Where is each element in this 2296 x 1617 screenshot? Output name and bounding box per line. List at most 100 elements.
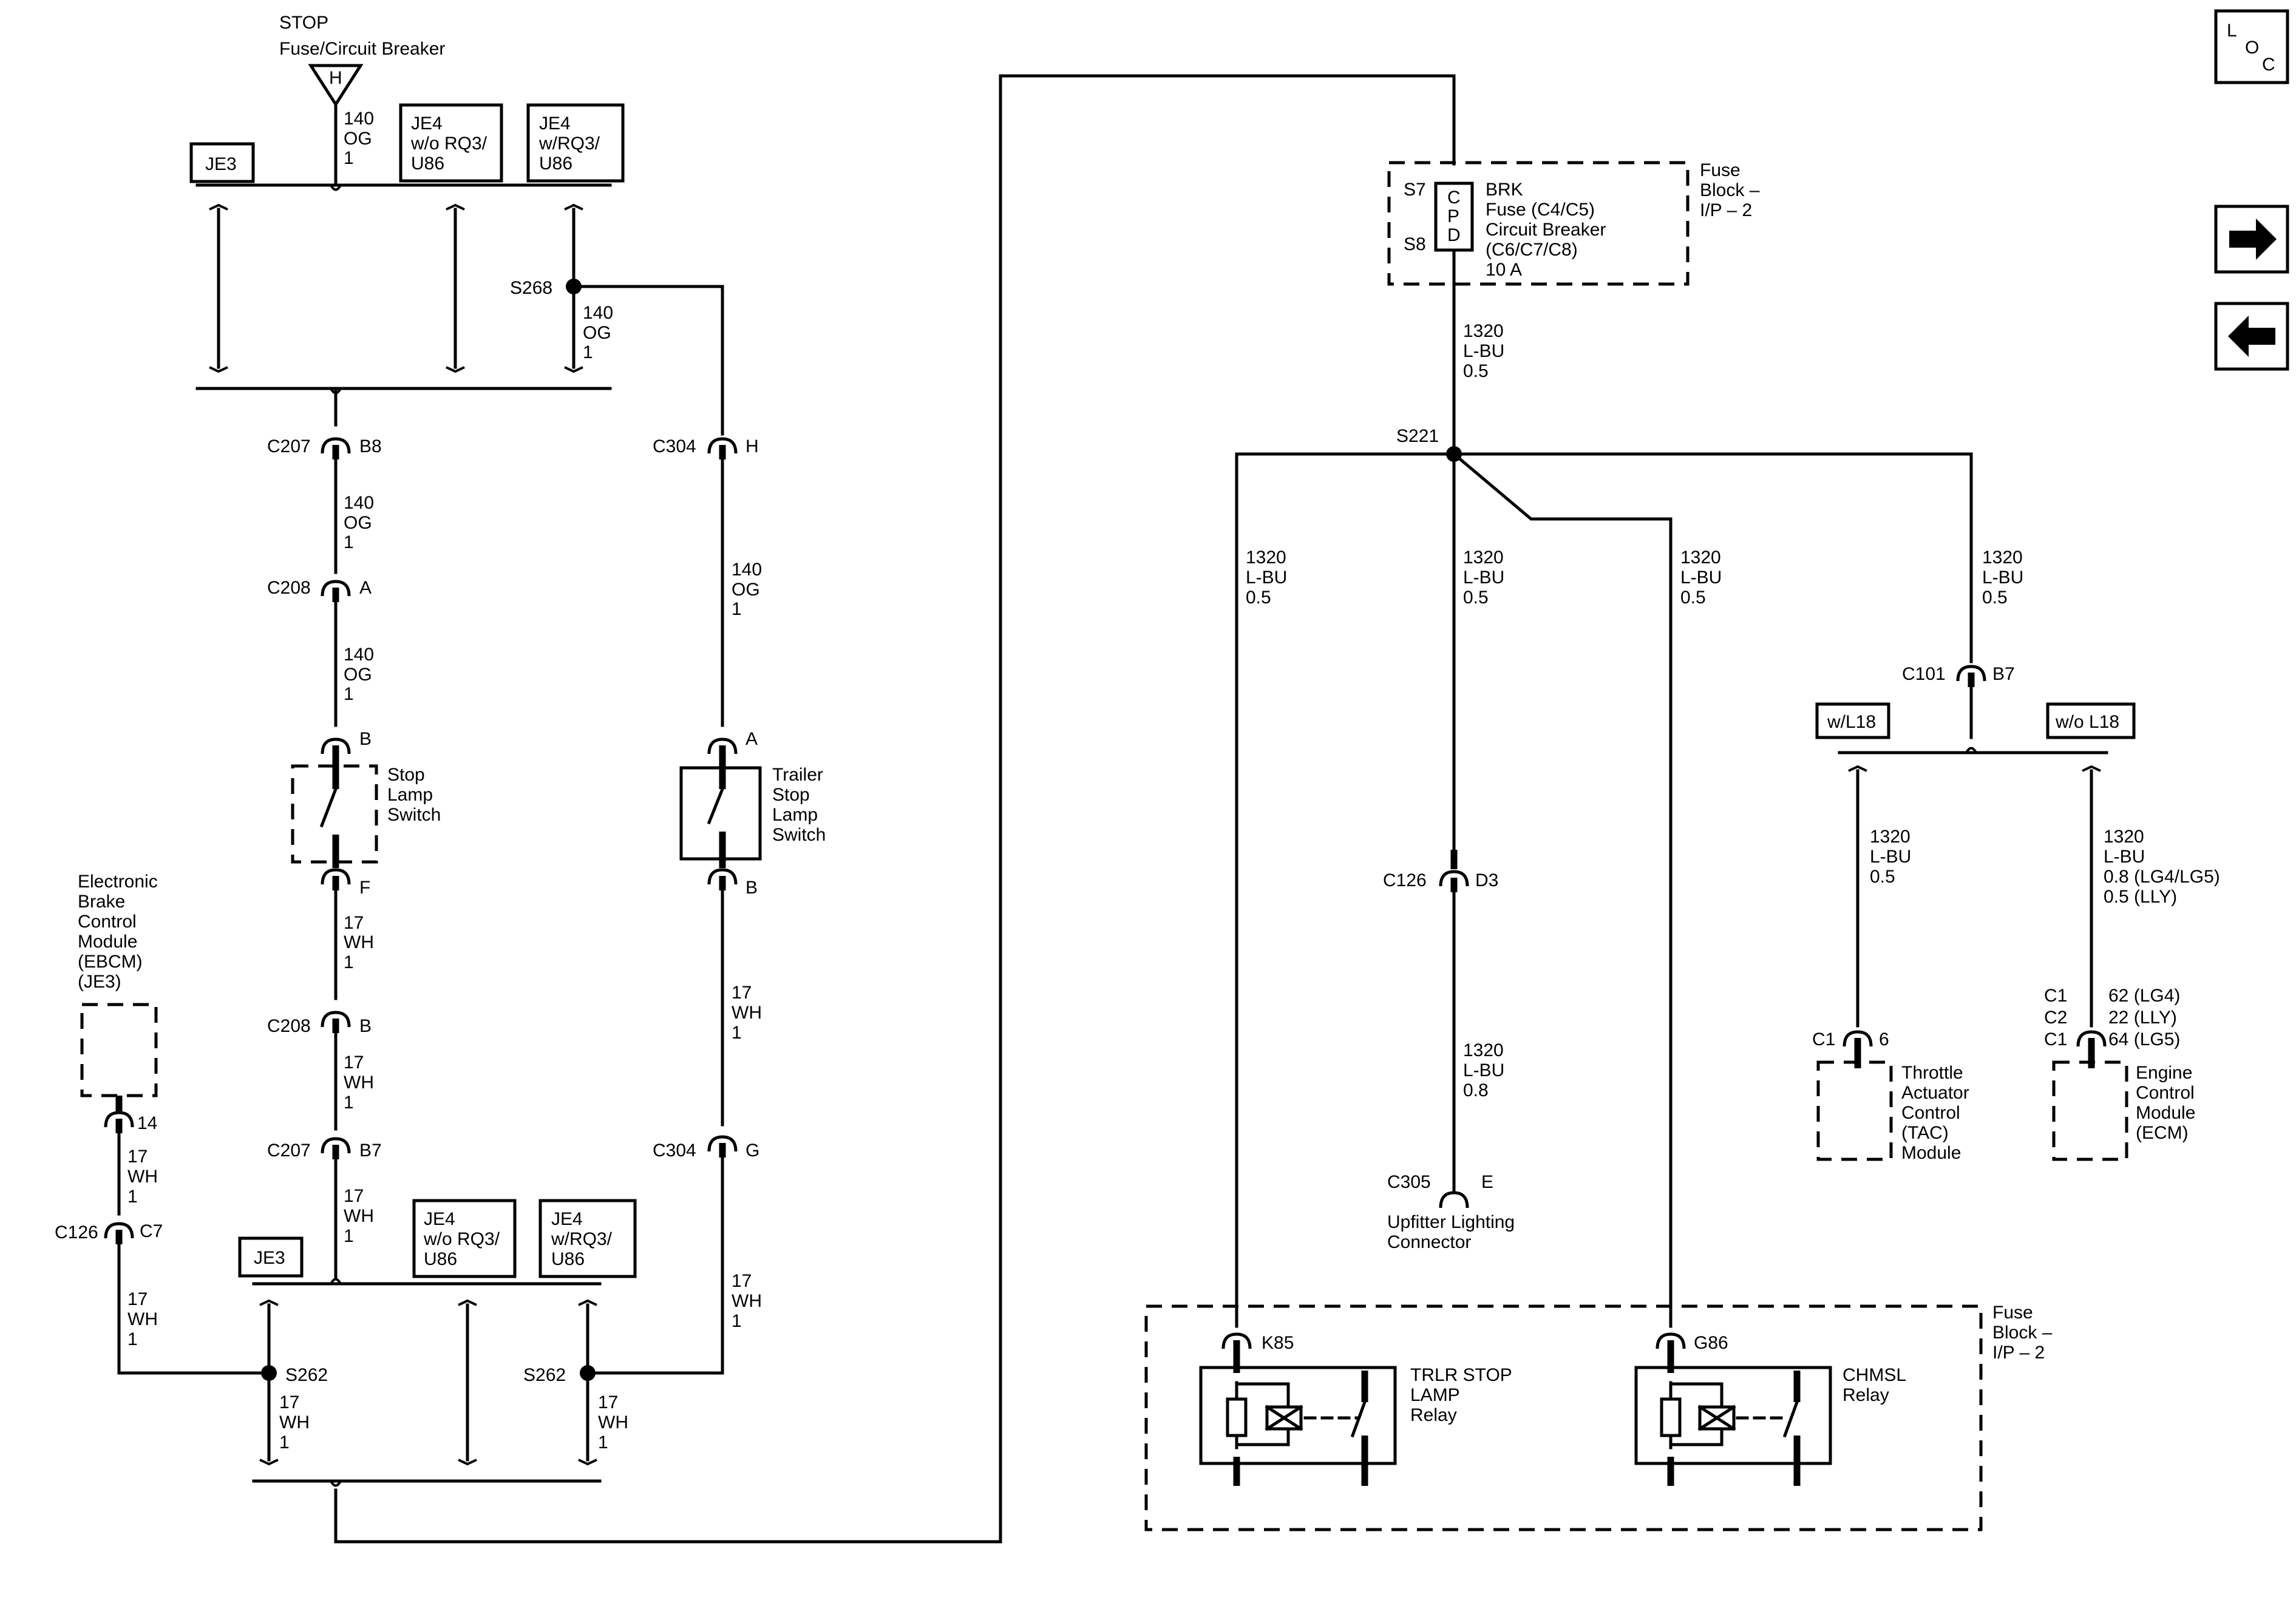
- option-box-je4-w: [526, 103, 625, 183]
- pin-label: A: [746, 729, 758, 749]
- option-label: U86: [551, 1249, 585, 1269]
- connector-label: C304: [653, 436, 696, 456]
- pin-label: G86: [1694, 1333, 1728, 1353]
- splice-label: S8: [1404, 234, 1426, 254]
- splice-s262-right: [580, 1365, 596, 1381]
- component-label: Relay: [1410, 1405, 1457, 1425]
- option-box-je4-w-bottom: [538, 1199, 637, 1278]
- wire-label: 17: [732, 983, 752, 1003]
- pin-label: B: [359, 729, 372, 749]
- wire-label: 1320: [1463, 321, 1504, 341]
- component-label: C: [1447, 188, 1461, 208]
- stop-fuse-label: STOP: [279, 13, 328, 33]
- connector-c208-a: [322, 581, 349, 602]
- wire-label: 1320: [1463, 1040, 1504, 1060]
- wire-label: 140: [344, 109, 374, 129]
- wire-label: 0.8 (LG4/LG5): [2104, 867, 2220, 887]
- pin-label: 6: [1879, 1029, 1889, 1049]
- component-label: BRK: [1486, 180, 1523, 200]
- connector-stop-switch-f: [322, 870, 349, 890]
- arrow-right-icon[interactable]: [2214, 205, 2289, 274]
- component-label: TRLR STOP: [1410, 1365, 1512, 1385]
- wire-label: L-BU: [1463, 568, 1504, 588]
- connector-c126-c7: [106, 1224, 132, 1244]
- connector-c207-b7: [322, 1139, 349, 1159]
- wire-label: 0.5: [1680, 588, 1706, 608]
- option-label: w/RQ3/: [538, 134, 600, 154]
- wire-label: L-BU: [1680, 568, 1722, 588]
- wire-label: 1: [732, 1311, 742, 1331]
- wire-label: OG: [344, 665, 372, 685]
- pin-label: B: [359, 1016, 372, 1036]
- option-label: JE3: [254, 1248, 285, 1268]
- wire-label: L-BU: [2104, 847, 2145, 867]
- wire-label: L-BU: [1982, 568, 2023, 588]
- component-label: Fuse: [1992, 1303, 2033, 1323]
- connector-c207-b8: [322, 439, 349, 459]
- stop-fuse-symbol: [308, 64, 364, 107]
- wire-label: WH: [127, 1309, 158, 1329]
- option-box-je3-bottom: [238, 1236, 304, 1278]
- wire-label: OG: [344, 513, 372, 533]
- loc-button[interactable]: L O C: [2214, 9, 2289, 84]
- wire-label: WH: [344, 1206, 374, 1226]
- wire-label: 140: [583, 303, 613, 323]
- splice-label: S262: [285, 1365, 328, 1385]
- wire-label: 1320: [1463, 547, 1504, 568]
- wire-label: 140: [344, 645, 374, 665]
- component-label: Circuit Breaker: [1486, 220, 1606, 240]
- loc-letter: L: [2227, 21, 2237, 41]
- wire-label: OG: [732, 580, 760, 600]
- wire-label: 0.8: [1463, 1080, 1489, 1100]
- splice-label: S268: [510, 278, 552, 298]
- splice-label: S221: [1396, 426, 1439, 446]
- component-label: Electronic: [78, 872, 158, 892]
- component-label: Module: [1901, 1143, 1961, 1163]
- component-label: Actuator: [1901, 1083, 1969, 1103]
- wire-label: 1: [732, 1023, 742, 1043]
- wire-label: WH: [732, 1291, 762, 1311]
- wire-label: 17: [344, 1053, 364, 1073]
- component-label: Upfitter Lighting: [1387, 1212, 1515, 1232]
- option-box-je4-wo: [399, 103, 503, 183]
- component-label: Trailer: [772, 765, 823, 785]
- option-label: JE3: [205, 154, 237, 174]
- connector-c304-h: [709, 439, 736, 459]
- pin-label: 22 (LLY): [2108, 1008, 2177, 1028]
- wire-label: L-BU: [1463, 341, 1504, 361]
- wire-label: OG: [344, 129, 372, 149]
- arrow-left-icon[interactable]: [2214, 302, 2289, 371]
- wire-label: OG: [583, 323, 611, 343]
- wire-label: 1: [344, 1226, 354, 1246]
- wire-label: 1320: [2104, 827, 2144, 847]
- component-label: CHMSL: [1843, 1365, 1906, 1385]
- wire-label: 1: [127, 1187, 138, 1207]
- component-label: Control: [78, 912, 137, 932]
- wire-label: WH: [344, 1073, 374, 1093]
- connector-c304-g: [709, 1137, 736, 1158]
- pin-label: H: [746, 436, 759, 456]
- component-label: Block –: [1700, 180, 1760, 200]
- connector-label: C1: [2044, 1029, 2067, 1049]
- ebcm-module: [80, 1003, 158, 1097]
- wire-label: 0.5: [1463, 361, 1489, 381]
- stop-fuse-letter: H: [329, 68, 342, 88]
- wire-label: 17: [598, 1392, 618, 1412]
- pin-label: C7: [140, 1221, 163, 1241]
- component-label: Relay: [1843, 1385, 1889, 1405]
- component-label: I/P – 2: [1700, 200, 1752, 220]
- connector-stop-switch-b: [322, 739, 349, 760]
- connector-label: C101: [1902, 664, 1946, 684]
- connector-label: C1: [1812, 1029, 1835, 1049]
- fuse-block-ip2-top: [1387, 161, 1690, 286]
- wire-label: 1: [583, 342, 593, 362]
- wire-label: 1320: [1246, 547, 1286, 568]
- component-label: Lamp: [387, 785, 433, 805]
- pin-label: B7: [359, 1141, 382, 1161]
- connector-k85: [1223, 1334, 1250, 1355]
- option-label: JE4: [424, 1209, 455, 1229]
- option-label: w/o L18: [2055, 712, 2119, 732]
- option-box-w-l18: [1815, 702, 1890, 739]
- component-label: (EBCM): [78, 952, 143, 972]
